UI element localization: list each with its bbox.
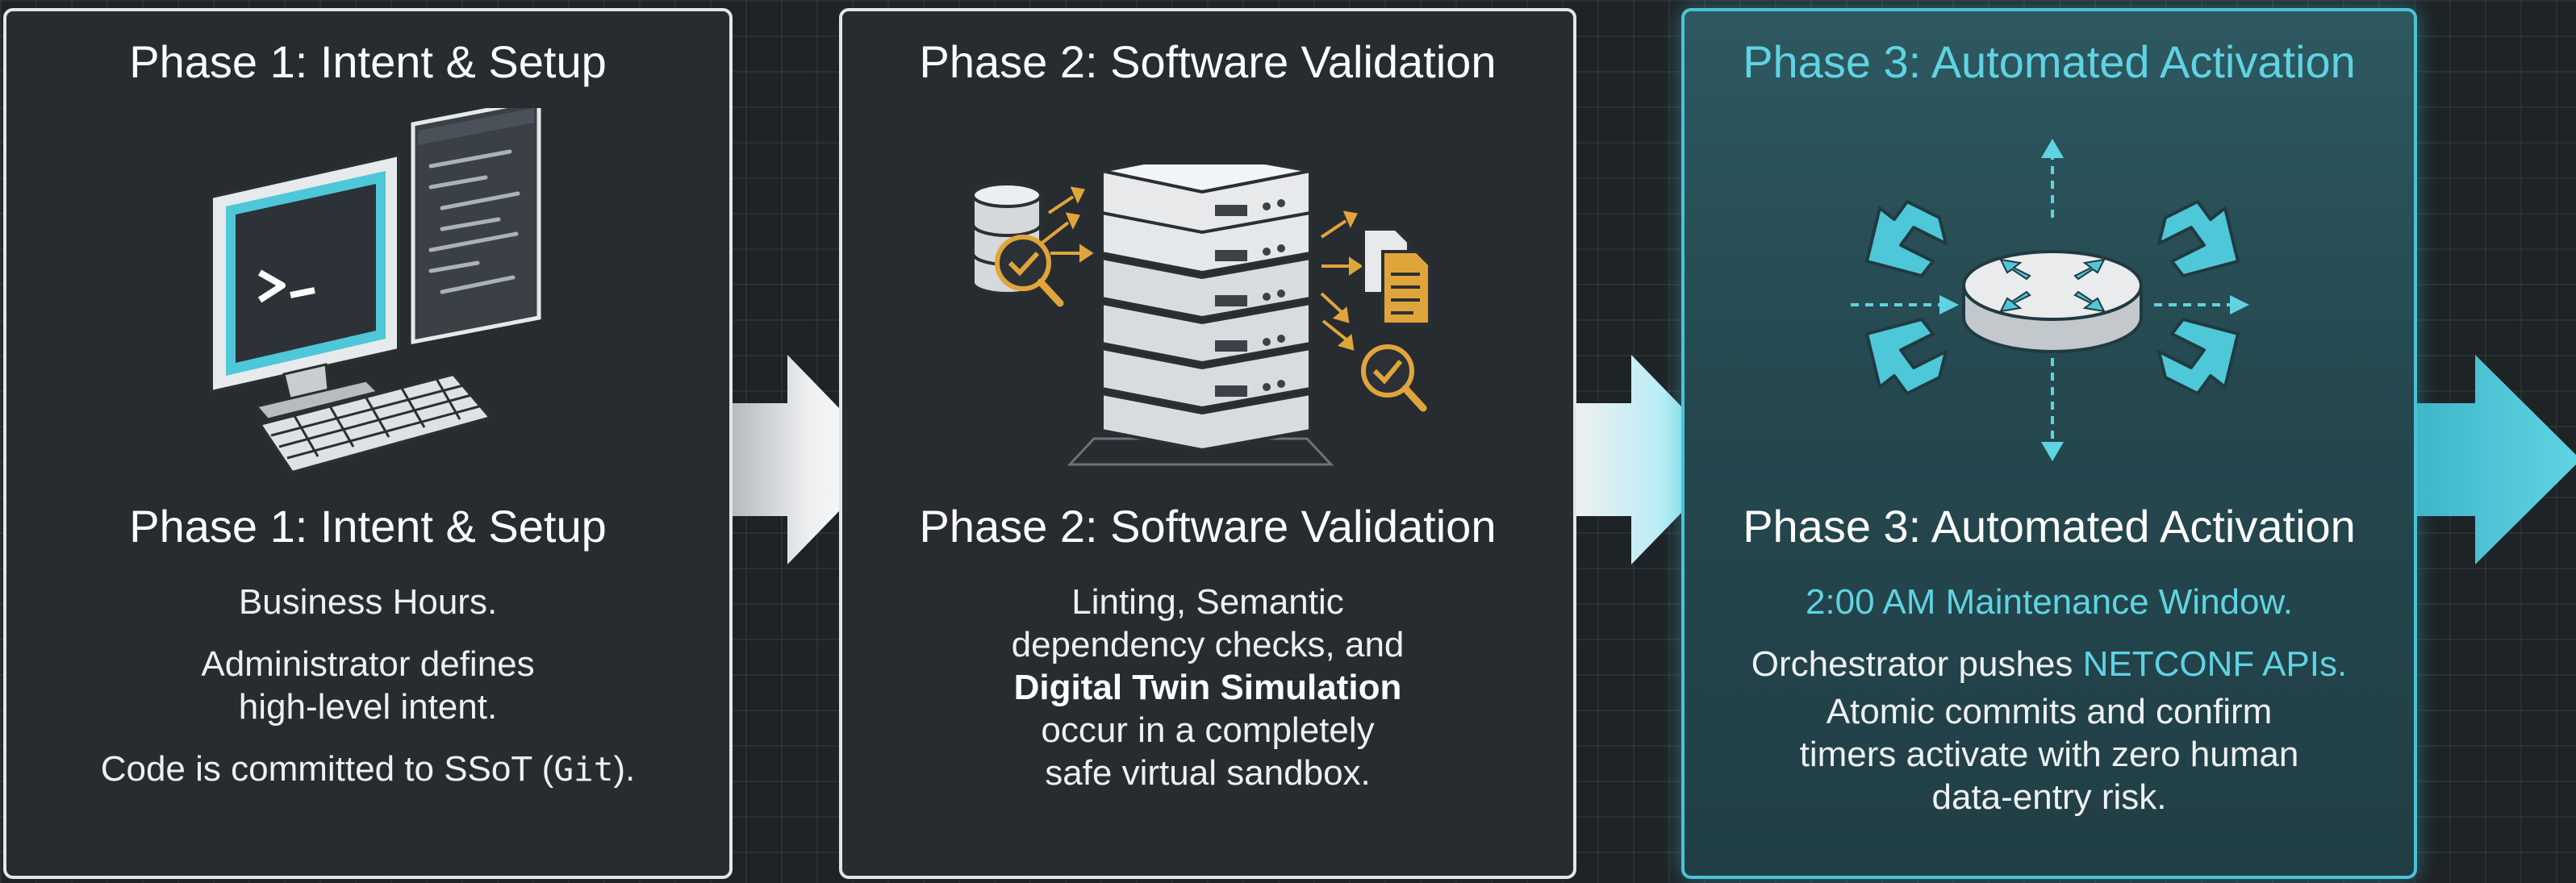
magnifier-check-icon — [995, 235, 1064, 307]
phase-1-description: Business Hours. Administrator defines hi… — [6, 581, 729, 791]
phase-2-line-occur: occur in a completely — [1041, 710, 1375, 750]
phase-2-description: Linting, Semantic dependency checks, and… — [842, 581, 1573, 794]
git-code: Git — [553, 750, 614, 789]
computer-icon — [210, 152, 400, 421]
keyboard-icon — [257, 372, 494, 475]
phase-1-line-intent: Administrator defines high-level intent. — [201, 644, 535, 727]
phase-2-header: Phase 2: Software Validation — [919, 36, 1497, 87]
magnifier-check-icon — [1361, 344, 1427, 412]
code-window-icon — [411, 108, 541, 345]
document-icon — [1362, 227, 1431, 326]
phase-1-illustration — [210, 108, 541, 475]
phase-3-description: 2:00 AM Maintenance Window. Orchestrator… — [1685, 581, 2414, 818]
phase-3-illustration — [1851, 139, 2249, 461]
phase-3-line-timers: timers activate with zero human — [1799, 735, 2299, 774]
phase-2-line-dependency: dependency checks, and — [1011, 625, 1405, 664]
phase-2-illustration — [971, 165, 1431, 466]
phase-3-line-risk: data-entry risk. — [1931, 777, 2167, 817]
phase-2-line-digital-twin: Digital Twin Simulation — [1013, 668, 1402, 707]
arrow-right-icon — [1576, 355, 1733, 564]
broadcast-arrows-icon — [1851, 139, 2249, 461]
phase-3-header: Phase 3: Automated Activation — [1743, 36, 2356, 87]
phase-1-line-business-hours: Business Hours. — [238, 582, 498, 622]
arrow-right-icon — [2417, 355, 2576, 564]
phase-1-line-commit: Code is committed to SSoT (Git). — [100, 749, 636, 789]
phase-2-subtitle: Phase 2: Software Validation — [919, 501, 1497, 552]
terminal-icon — [257, 269, 315, 303]
phase-3-subtitle: Phase 3: Automated Activation — [1743, 501, 2356, 552]
phase-1-header: Phase 1: Intent & Setup — [129, 36, 607, 87]
server-stack-icon — [1067, 165, 1334, 466]
router-icon — [1962, 250, 2143, 353]
phase-3-line-orchestrator: Orchestrator pushes NETCONF APIs. — [1751, 644, 2348, 684]
netconf-apis-highlight: NETCONF APIs. — [2082, 644, 2348, 684]
phase-1-panel: Phase 1: Intent & Setup — [3, 8, 733, 879]
phase-3-line-maintenance-window: 2:00 AM Maintenance Window. — [1805, 582, 2294, 622]
phase-3-panel: Phase 3: Automated Activation — [1681, 8, 2417, 879]
phase-3-line-atomic: Atomic commits and confirm — [1826, 692, 2273, 731]
phase-2-line-linting: Linting, Semantic — [1071, 582, 1344, 622]
phase-1-subtitle: Phase 1: Intent & Setup — [129, 501, 607, 552]
phase-2-panel: Phase 2: Software Validation — [839, 8, 1576, 879]
arrow-right-icon — [733, 355, 889, 564]
phase-2-line-sandbox: safe virtual sandbox. — [1045, 753, 1371, 793]
